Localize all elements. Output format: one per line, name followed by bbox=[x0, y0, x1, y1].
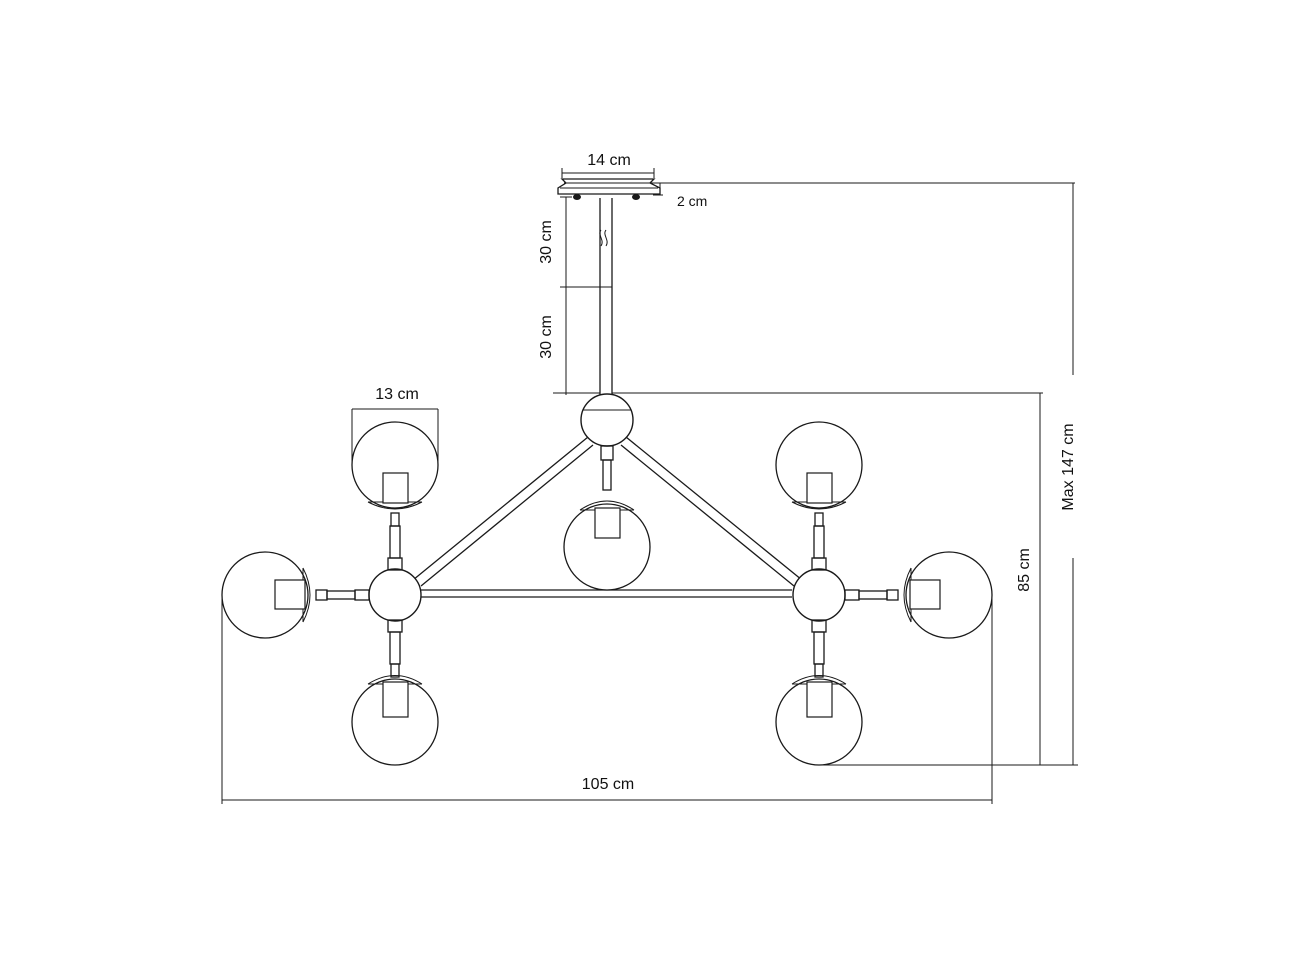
label-body-height: 85 cm bbox=[1016, 548, 1033, 592]
label-canopy-height: 2 cm bbox=[677, 193, 707, 209]
left-cluster-arms bbox=[315, 512, 403, 678]
globe-bottom-right bbox=[775, 675, 863, 766]
dim-body-height: 85 cm bbox=[612, 392, 1078, 766]
top-hub bbox=[580, 393, 634, 447]
label-total-width: 105 cm bbox=[582, 776, 634, 793]
left-hub bbox=[368, 568, 422, 622]
canopy-screw-left bbox=[573, 194, 581, 200]
right-hub bbox=[792, 568, 846, 622]
dim-max-height: Max 147 cm bbox=[660, 182, 1077, 765]
dim-total-width: 105 cm bbox=[221, 596, 993, 804]
dim-globe-diameter: 13 cm bbox=[351, 386, 439, 466]
break-mark-icon bbox=[599, 229, 608, 247]
dim-rod: 30 cm 30 cm bbox=[538, 196, 600, 395]
globe-center bbox=[563, 500, 651, 591]
label-rod-lower: 30 cm bbox=[538, 315, 555, 359]
dim-canopy-height: 2 cm bbox=[653, 182, 707, 209]
globe-top-right bbox=[775, 421, 863, 510]
right-cluster-arms bbox=[811, 512, 899, 678]
label-globe-diameter: 13 cm bbox=[375, 386, 419, 403]
dim-canopy-width: 14 cm bbox=[561, 152, 655, 178]
globe-top-left bbox=[351, 421, 439, 510]
canopy-screw-right bbox=[632, 194, 640, 200]
label-canopy-width: 14 cm bbox=[587, 152, 631, 169]
center-drop-arm bbox=[600, 445, 614, 491]
globe-left bbox=[221, 551, 311, 639]
globe-right bbox=[903, 551, 993, 639]
frame-arms bbox=[412, 436, 803, 598]
suspension-rod bbox=[594, 198, 613, 395]
label-max-height: Max 147 cm bbox=[1060, 423, 1077, 510]
globe-bottom-left bbox=[351, 675, 439, 766]
label-rod-upper: 30 cm bbox=[538, 220, 555, 264]
ceiling-canopy bbox=[557, 178, 661, 200]
